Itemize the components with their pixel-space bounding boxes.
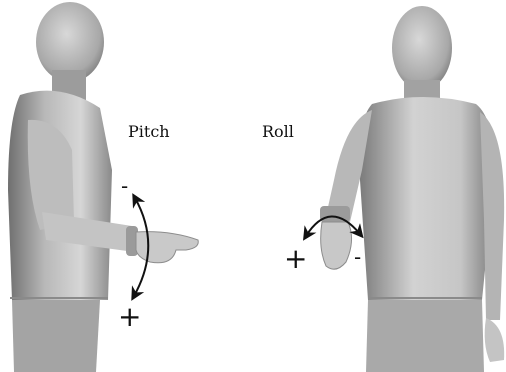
left-hand — [136, 232, 198, 263]
right-head — [392, 6, 452, 90]
pitch-label: Pitch — [128, 122, 170, 141]
pitch-plus-sign: + — [118, 300, 141, 333]
right-legs — [366, 300, 484, 372]
right-torso — [359, 97, 494, 300]
right-figure-roll — [320, 6, 504, 372]
right-fist — [321, 222, 352, 269]
left-figure-pitch — [8, 2, 198, 372]
roll-plus-sign: + — [284, 242, 307, 275]
roll-label: Roll — [262, 122, 294, 141]
pitch-minus-sign: - — [121, 174, 128, 198]
roll-minus-sign: - — [354, 245, 361, 269]
right-hanging-hand — [485, 318, 505, 362]
left-legs — [12, 300, 100, 372]
